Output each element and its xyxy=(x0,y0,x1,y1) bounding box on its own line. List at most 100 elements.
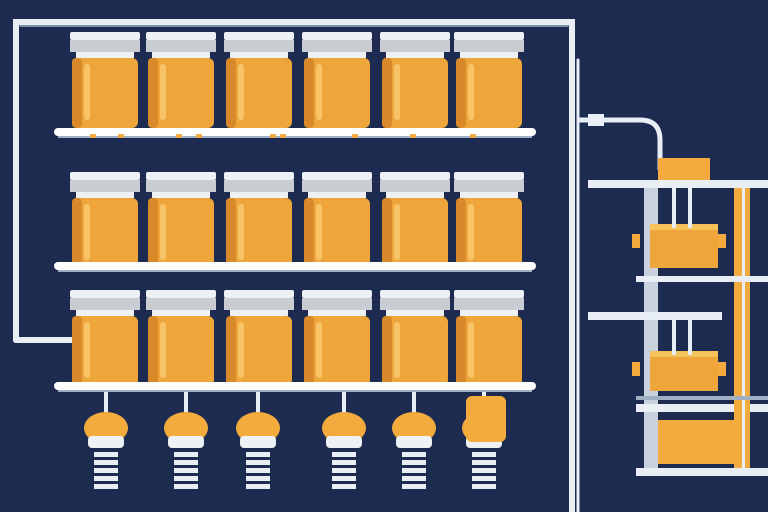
jar-highlight xyxy=(468,204,474,260)
jar-shade xyxy=(72,316,82,386)
jar-highlight xyxy=(468,64,474,120)
jar-lid xyxy=(380,290,450,298)
machine-rod-1 xyxy=(672,188,676,228)
jar-lid xyxy=(224,172,294,180)
jar-lid xyxy=(224,290,294,298)
jar-neck xyxy=(230,192,288,198)
jar-lid-band xyxy=(224,180,294,192)
shelf-row-middle xyxy=(54,172,536,272)
jar-neck xyxy=(460,192,518,198)
nozzle-thread xyxy=(94,460,118,465)
filling-nozzle xyxy=(84,392,128,489)
jar-lid-band xyxy=(302,180,372,192)
feed-valve xyxy=(588,114,604,126)
nozzle-thread xyxy=(472,476,496,481)
machine-marker-4 xyxy=(718,362,726,376)
honey-drip xyxy=(270,134,276,138)
feed-pipe xyxy=(578,117,663,170)
nozzle-thread xyxy=(402,460,426,465)
honey-drip xyxy=(118,134,124,138)
jar-lid xyxy=(70,32,140,40)
nozzle-thread xyxy=(174,460,198,465)
jar-lid xyxy=(380,172,450,180)
jar-neck xyxy=(152,310,210,316)
jar-lid-band xyxy=(380,298,450,310)
nozzle-thread xyxy=(472,468,496,473)
jar-neck xyxy=(308,192,366,198)
jar-highlight xyxy=(394,64,400,120)
nozzle-thread xyxy=(332,460,356,465)
shelf xyxy=(54,128,536,136)
jar-lid xyxy=(454,172,524,180)
machine-low-shelf xyxy=(636,404,768,412)
nozzle-thread xyxy=(174,484,198,489)
honey-drip xyxy=(90,134,96,138)
jar-highlight xyxy=(84,322,90,378)
feed-tube xyxy=(466,396,506,442)
honey-jar xyxy=(302,172,372,268)
jar-lid xyxy=(224,32,294,40)
jar-lid xyxy=(146,172,216,180)
jar-neck xyxy=(76,310,134,316)
filling-nozzle xyxy=(392,392,436,489)
jar-neck xyxy=(460,310,518,316)
nozzle-thread xyxy=(332,484,356,489)
jar-lid xyxy=(70,290,140,298)
machine-marker-1 xyxy=(632,234,640,248)
honey-jar xyxy=(380,290,450,386)
jar-lid xyxy=(380,32,450,40)
filling-nozzle xyxy=(164,392,208,489)
nozzle-thread xyxy=(472,460,496,465)
nozzle-thread xyxy=(402,484,426,489)
nozzle-thread xyxy=(472,484,496,489)
jar-lid xyxy=(146,32,216,40)
jar-shade xyxy=(226,316,236,386)
jar-lid-band xyxy=(302,298,372,310)
nozzle-thread xyxy=(332,468,356,473)
machine-rod-2 xyxy=(688,188,692,228)
side-machine xyxy=(578,114,768,476)
jar-highlight xyxy=(84,204,90,260)
jar-highlight xyxy=(160,204,166,260)
jar-lid-band xyxy=(70,40,140,52)
machine-marker-3 xyxy=(632,362,640,376)
nozzle-thread xyxy=(94,468,118,473)
jar-highlight xyxy=(316,322,322,378)
top-pipe xyxy=(13,19,575,512)
machine-top-shelf xyxy=(588,180,768,188)
honey-jar xyxy=(146,32,216,128)
nozzle-thread xyxy=(94,484,118,489)
honey-jar xyxy=(224,172,294,268)
nozzle-thread xyxy=(332,452,356,457)
jar-highlight xyxy=(160,322,166,378)
honey-jar xyxy=(302,290,372,386)
jar-lid-band xyxy=(146,180,216,192)
nozzle-stem xyxy=(104,392,108,414)
machine-tank-lower-cap xyxy=(650,351,718,357)
honey-jar xyxy=(224,290,294,386)
jar-lid-band xyxy=(454,40,524,52)
machine-tank-upper-cap xyxy=(650,224,718,230)
honey-drip xyxy=(176,134,182,138)
jar-lid xyxy=(302,32,372,40)
jar-shade xyxy=(148,58,158,128)
jar-neck xyxy=(230,52,288,58)
nozzle-thread xyxy=(472,452,496,457)
nozzle-thread xyxy=(174,476,198,481)
jar-rows xyxy=(54,32,536,392)
honey-jar xyxy=(224,32,294,128)
nozzle-row xyxy=(84,392,506,489)
nozzle-collar xyxy=(168,436,204,448)
jar-neck xyxy=(386,52,444,58)
jar-highlight xyxy=(316,204,322,260)
nozzle-collar xyxy=(396,436,432,448)
nozzle-thread xyxy=(332,476,356,481)
jar-neck xyxy=(152,192,210,198)
jar-shade xyxy=(226,198,236,268)
hopper xyxy=(658,158,710,180)
jar-lid-band xyxy=(146,298,216,310)
jar-shade xyxy=(456,198,466,268)
jar-lid-band xyxy=(224,298,294,310)
jar-highlight xyxy=(394,204,400,260)
